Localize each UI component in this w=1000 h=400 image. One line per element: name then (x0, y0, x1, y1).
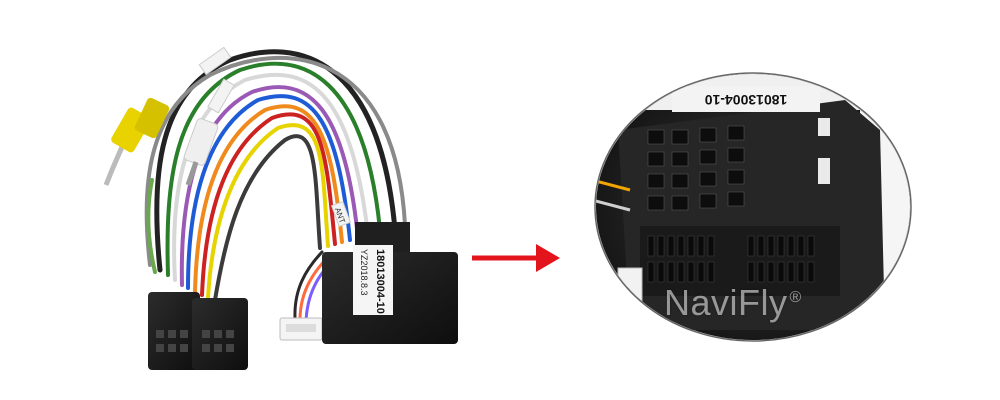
rca-plugs (103, 97, 219, 186)
label-model: YZ2018.8.3 (359, 249, 369, 296)
brand-name: NaviFly (664, 282, 788, 323)
closeup-label-text: 18013004-10 (705, 92, 788, 108)
iso-connectors (148, 292, 248, 370)
small-white-connector (279, 317, 323, 341)
wire-tags: ANT (198, 46, 352, 228)
quadlock-connector: 18013004-10 YZ2018.8.3 (322, 222, 458, 344)
arrow-icon (472, 244, 560, 272)
pin-cavities (647, 125, 745, 211)
brand-watermark: NaviFly® (664, 282, 802, 324)
closeup-view: 18013004-10 (594, 72, 912, 342)
wire-bundle (144, 49, 407, 324)
label-part-number: 18013004-10 (374, 249, 386, 314)
connector-label: 18013004-10 YZ2018.8.3 (353, 245, 393, 315)
registered-mark: ® (789, 289, 802, 306)
